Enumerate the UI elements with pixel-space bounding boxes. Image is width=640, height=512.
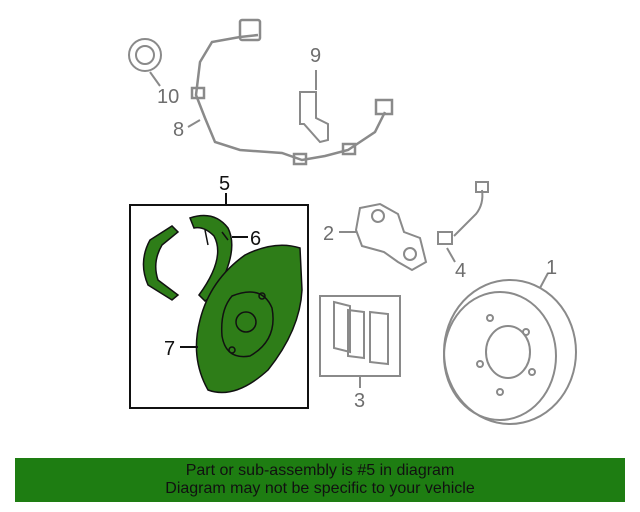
part-10-seal[interactable] <box>128 38 162 72</box>
callout-4: 4 <box>455 260 466 282</box>
part-1-brake-rotor[interactable] <box>443 279 577 425</box>
callout-1: 1 <box>546 257 557 279</box>
leader-8 <box>187 119 201 128</box>
callout-6: 6 <box>250 228 261 250</box>
callout-2: 2 <box>323 223 334 245</box>
part-4-brake-hose[interactable] <box>437 181 489 245</box>
leader-1 <box>539 272 549 289</box>
part-3-brake-pads <box>333 300 389 366</box>
callout-10: 10 <box>157 86 179 108</box>
parts-diagram: 10 8 9 5 6 7 2 <box>128 18 577 425</box>
callout-8: 8 <box>173 119 184 141</box>
part-8-abs-sensor-wire[interactable] <box>190 18 394 166</box>
callout-9: 9 <box>310 45 321 67</box>
part-info-banner: Part or sub-assembly is #5 in diagram Di… <box>15 458 625 502</box>
leader-10 <box>149 71 161 87</box>
part-5-assembly-box[interactable] <box>129 204 309 409</box>
banner-line-1: Part or sub-assembly is #5 in diagram <box>185 462 455 479</box>
part-2-caliper[interactable] <box>354 202 428 272</box>
part-7-backing-plate[interactable] <box>195 244 303 394</box>
part-9-bracket[interactable] <box>299 91 329 144</box>
leader-4 <box>446 247 456 263</box>
banner-line-2: Diagram may not be specific to your vehi… <box>165 480 475 497</box>
callout-3: 3 <box>354 390 365 412</box>
callout-7: 7 <box>164 338 175 360</box>
callout-5: 5 <box>219 173 230 195</box>
